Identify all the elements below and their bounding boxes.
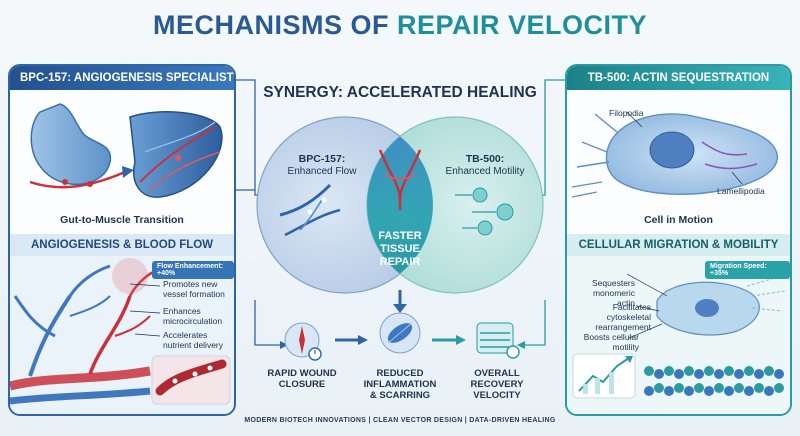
actin-filament-icon bbox=[644, 366, 784, 396]
core-result: FASTER TISSUE REPAIR bbox=[350, 230, 450, 269]
angiogenesis-subheader: ANGIOGENESIS & BLOOD FLOW bbox=[10, 234, 234, 256]
step-2-line-3: & SCARRING bbox=[369, 390, 431, 401]
nucleus-icon bbox=[649, 131, 695, 169]
gut-to-muscle-illustration bbox=[29, 103, 223, 198]
bpc-bullet-1: Promotes new vessel formation bbox=[163, 279, 225, 299]
lamellipodia-label: Lamellipodia bbox=[717, 186, 765, 196]
step-rapid-wound-closure: RAPID WOUND CLOSURE bbox=[264, 368, 340, 390]
synergy-lens bbox=[367, 117, 433, 293]
stomach-icon bbox=[30, 103, 112, 186]
migration-speed-badge: Migration Speed: +35% bbox=[705, 261, 790, 279]
tb500-circle-subtitle: Enhanced Motility bbox=[445, 166, 525, 177]
step-2-line-2: INFLAMMATION bbox=[363, 379, 437, 390]
tb-bullet-3: Boosts cellular motility bbox=[583, 332, 639, 352]
tb-bullet-1: Sequesters monomeric actin bbox=[592, 278, 635, 308]
cellular-migration-subheader: CELLULAR MIGRATION & MOBILITY bbox=[567, 234, 790, 256]
step-overall-recovery: OVERALL RECOVERY VELOCITY bbox=[457, 368, 537, 401]
vessel-network-illustration bbox=[10, 256, 234, 414]
step-3-line-1: OVERALL bbox=[474, 368, 520, 379]
tissue-velocity-icon bbox=[476, 322, 514, 354]
tb500-circle-label: TB-500: Enhanced Motility bbox=[440, 153, 530, 178]
title-part-1: MECHANISMS OF bbox=[152, 10, 389, 40]
filopodia-label: Filopodia bbox=[609, 108, 644, 118]
core-line-2: TISSUE bbox=[380, 243, 420, 255]
flow-enhancement-badge: Flow Enhancement: +40% bbox=[152, 261, 234, 279]
tb500-panel: TB-500: ACTIN SEQUESTRATION Filopodia La… bbox=[565, 64, 792, 416]
bpc-bullet-2: Enhances microcirculation bbox=[163, 306, 223, 326]
bpc157-circle-subtitle: Enhanced Flow bbox=[287, 166, 357, 177]
bpc157-panel: BPC-157: ANGIOGENESIS SPECIALIST Gut-to-… bbox=[8, 64, 236, 416]
step-3-line-2: RECOVERY bbox=[470, 379, 524, 390]
step-1-line-1: RAPID WOUND bbox=[267, 368, 337, 379]
step-reduced-inflammation: REDUCED INFLAMMATION & SCARRING bbox=[355, 368, 445, 401]
footer-tagline: MODERN BIOTECH INNOVATIONS | CLEAN VECTO… bbox=[244, 417, 556, 424]
core-line-1: FASTER bbox=[378, 230, 422, 242]
tb-bullet-2: Facilitates cytoskeletal rearrangement bbox=[595, 302, 651, 332]
step-2-line-1: REDUCED bbox=[376, 368, 424, 379]
step-1-line-2: CLOSURE bbox=[278, 379, 326, 390]
bpc-bullet-3: Accelerates nutrient delivery bbox=[163, 330, 224, 350]
page-title: MECHANISMS OF REPAIR VELOCITY bbox=[0, 10, 800, 41]
migration-illustration bbox=[567, 256, 790, 414]
title-part-2: REPAIR VELOCITY bbox=[396, 10, 648, 40]
core-line-3: REPAIR bbox=[379, 256, 421, 268]
tb500-circle-title: TB-500: bbox=[465, 153, 505, 165]
cell-in-motion-illustration bbox=[571, 111, 778, 198]
gut-to-muscle-caption: Gut-to-Muscle Transition bbox=[60, 214, 184, 226]
cell-in-motion-caption: Cell in Motion bbox=[644, 214, 713, 226]
synergy-header: SYNERGY: ACCELERATED HEALING bbox=[263, 84, 537, 101]
muscle-icon bbox=[129, 111, 223, 198]
bpc157-circle-label: BPC-157: Enhanced Flow bbox=[287, 153, 357, 178]
bpc157-panel-header: BPC-157: ANGIOGENESIS SPECIALIST bbox=[10, 66, 234, 90]
tb500-panel-header: TB-500: ACTIN SEQUESTRATION bbox=[567, 66, 790, 90]
bpc157-circle-title: BPC-157: bbox=[298, 153, 346, 165]
step-3-line-3: VELOCITY bbox=[473, 390, 521, 401]
